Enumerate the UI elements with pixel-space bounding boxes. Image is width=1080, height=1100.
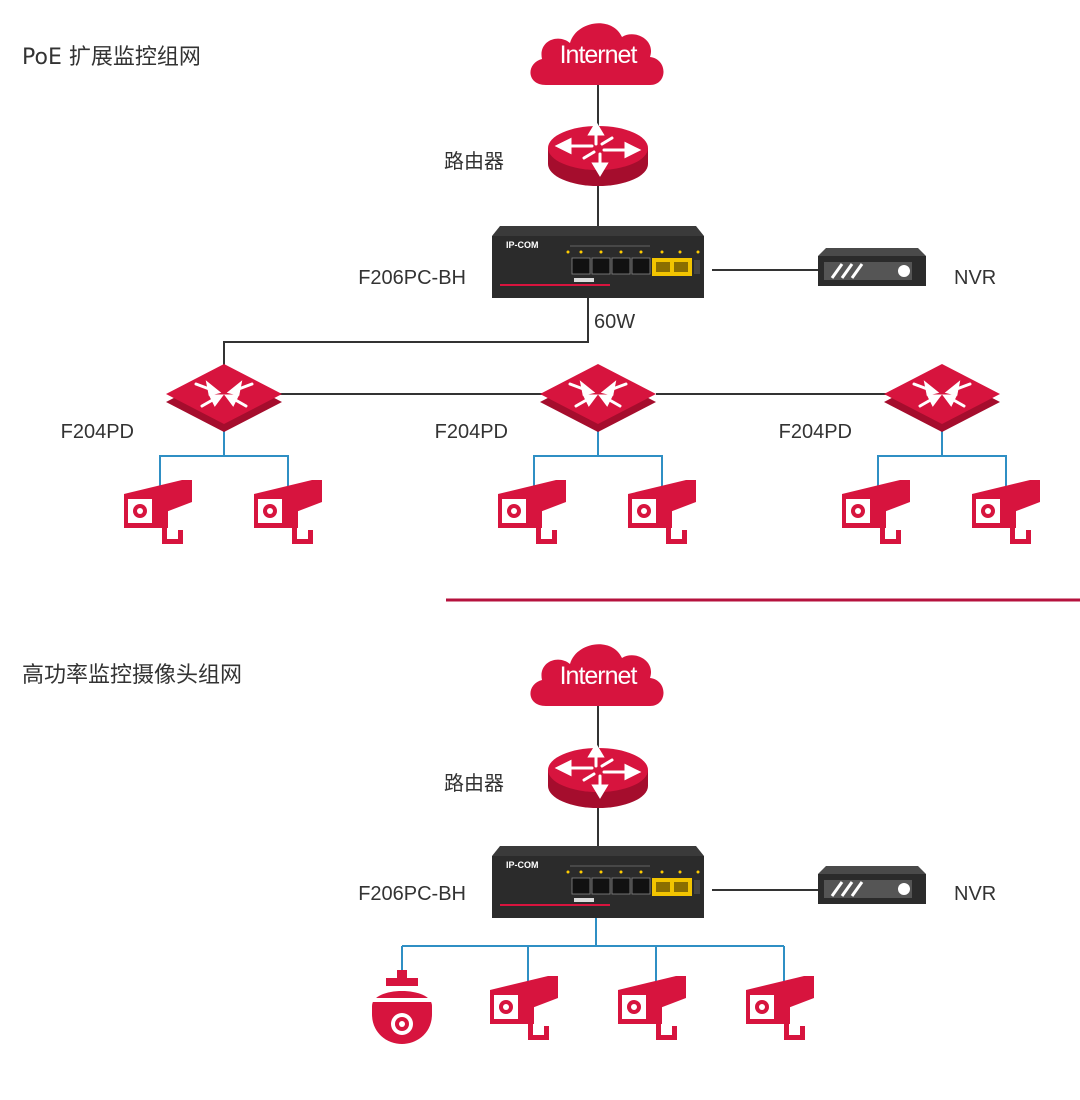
bullet-camera-icon [842,480,910,544]
poe-camera-links [401,918,785,984]
extender-label: F204PD [61,421,134,443]
switch-model-label: F206PC-BH [358,883,466,905]
nvr-label: NVR [954,883,996,905]
bullet-camera-icon [498,480,566,544]
section-title: 高功率监控摄像头组网 [22,663,242,688]
internet-cloud-icon: Internet [530,644,664,706]
dome-camera-icon [372,970,432,1044]
router-label: 路由器 [444,150,504,173]
power-label: 60W [594,311,635,333]
nvr-label: NVR [954,267,996,289]
poe-extender-icon [882,362,1002,434]
bullet-camera-icon [628,480,696,544]
bullet-camera-icon [490,976,558,1040]
switch-model-label: F206PC-BH [358,267,466,289]
router-icon [546,744,650,810]
internet-label: Internet [560,41,638,69]
extender-label: F204PD [779,421,852,443]
poe-switch-device: IP-COM [491,225,705,299]
poe-switch-device: IP-COM [491,845,705,919]
bullet-camera-icon [746,976,814,1040]
switch-brand: IP-COM [506,860,539,870]
internet-cloud-icon: Internet [530,23,664,85]
switch-brand: IP-COM [506,240,539,250]
poe-extender-icon [164,362,284,434]
bullet-camera-icon [124,480,192,544]
nvr-icon [816,864,928,906]
poe-camera-links [159,426,1007,490]
bullet-camera-icon [972,480,1040,544]
extender-label: F204PD [435,421,508,443]
section-title: PoE 扩展监控组网 [22,45,201,70]
bullet-camera-icon [254,480,322,544]
bullet-camera-icon [618,976,686,1040]
poe-extender-icon [538,362,658,434]
router-label: 路由器 [444,772,504,795]
nvr-icon [816,246,928,288]
internet-label: Internet [560,662,638,690]
router-icon [546,122,650,188]
connection-lines [223,85,886,395]
